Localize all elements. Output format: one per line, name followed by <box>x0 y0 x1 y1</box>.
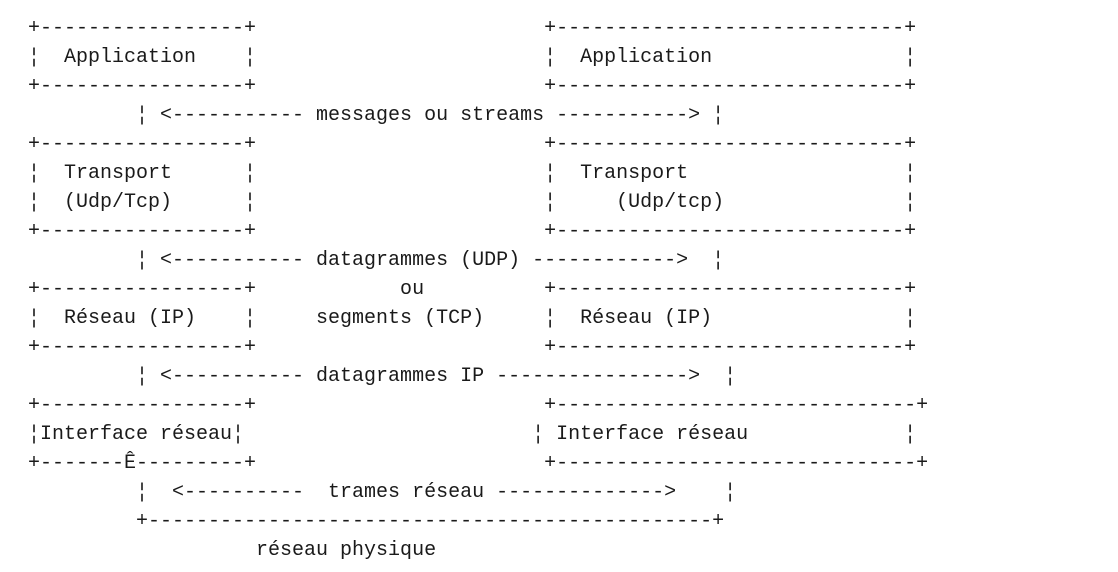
interface-layer-row: ¦Interface réseau¦ ¦ Interface réseau ¦ <box>28 423 917 446</box>
left-application-box-bottom: +-----------------+ +-------------------… <box>28 75 917 98</box>
messages-streams-arrow: ¦ <----------- messages ou streams -----… <box>28 104 725 127</box>
transport-protocol-row: ¦ (Udp/Tcp) ¦ ¦ (Udp/tcp) ¦ <box>28 191 917 214</box>
left-application-box-top: +-----------------+ +-------------------… <box>28 17 917 40</box>
interface-box-bottom: +-------Ê---------+ +-------------------… <box>28 452 929 475</box>
application-layer-row: ¦ Application ¦ ¦ Application ¦ <box>28 46 917 69</box>
transport-box-top: +-----------------+ +-------------------… <box>28 133 917 156</box>
transport-box-bottom: +-----------------+ +-------------------… <box>28 220 917 243</box>
protocol-stack-diagram: +-----------------+ +-------------------… <box>28 14 928 565</box>
trames-reseau-arrow: ¦ <---------- trames réseau ------------… <box>28 481 737 504</box>
network-box-bottom: +-----------------+ +-------------------… <box>28 336 917 359</box>
datagrammes-ip-arrow: ¦ <----------- datagrammes IP ----------… <box>28 365 737 388</box>
physical-network-line: +---------------------------------------… <box>28 510 725 533</box>
physical-network-label: réseau physique <box>28 539 437 562</box>
datagrammes-udp-arrow: ¦ <----------- datagrammes (UDP) -------… <box>28 249 725 272</box>
network-layer-row: ¦ Réseau (IP) ¦ segments (TCP) ¦ Réseau … <box>28 307 917 330</box>
transport-layer-row: ¦ Transport ¦ ¦ Transport ¦ <box>28 162 917 185</box>
interface-box-top: +-----------------+ +-------------------… <box>28 394 929 417</box>
network-box-top: +-----------------+ ou +----------------… <box>28 278 917 301</box>
